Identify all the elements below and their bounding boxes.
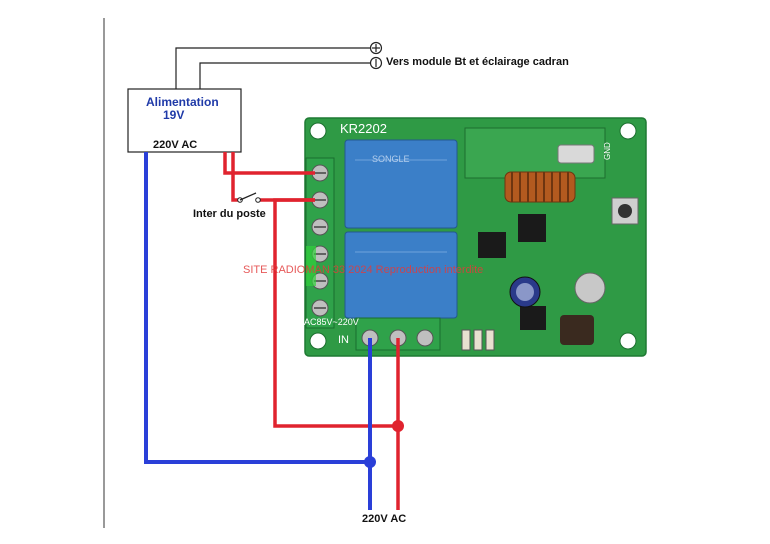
- minus-terminal-icon: [369, 56, 383, 70]
- junction-neutral: [364, 456, 376, 468]
- psu-voltage: 19V: [163, 108, 185, 122]
- module-output-label: Vers module Bt et éclairage cadran: [386, 56, 569, 68]
- psu-title: Alimentation: [146, 95, 219, 109]
- mount-hole-tr: [619, 122, 637, 140]
- capacitor-2: [574, 272, 606, 304]
- ic-2: [518, 214, 546, 242]
- watermark: SITE RADIOMAN 33 2024 Reproduction inter…: [243, 264, 484, 276]
- mount-hole-bl: [309, 332, 327, 350]
- wire-neutral-psu: [144, 152, 370, 464]
- power-supply-box: [127, 88, 242, 153]
- wire-live-psu-a: [223, 152, 315, 175]
- ic-3: [520, 306, 546, 330]
- wire-minus-out: [199, 62, 370, 89]
- inductor: [560, 315, 594, 345]
- switch-symbol: [237, 192, 261, 203]
- psu-input-label: 220V AC: [153, 139, 198, 151]
- mount-hole-tl: [309, 122, 327, 140]
- relay-1: [344, 139, 458, 229]
- board-model-label: KR2202: [340, 121, 387, 136]
- antenna-coil: [504, 171, 576, 203]
- mount-hole-br: [619, 332, 637, 350]
- wire-live-loop: [273, 198, 398, 428]
- board-in-label: IN: [338, 334, 349, 346]
- relay-board: [304, 117, 647, 357]
- mains-label: 220V AC: [362, 513, 407, 525]
- board-gnd-label: GND: [603, 142, 612, 160]
- relay-marking: SONGLE: [372, 154, 410, 164]
- switch-label: Inter du poste: [193, 208, 266, 220]
- wire-plus-out: [175, 47, 370, 89]
- wire-live-psu-b: [231, 152, 238, 202]
- ic-1: [478, 232, 506, 258]
- crystal: [557, 144, 595, 164]
- terminal-highlight: [306, 246, 316, 286]
- junction-live: [392, 420, 404, 432]
- plus-terminal-icon: [369, 41, 383, 55]
- board-power-terminal-label: AC85V~220V: [304, 317, 359, 327]
